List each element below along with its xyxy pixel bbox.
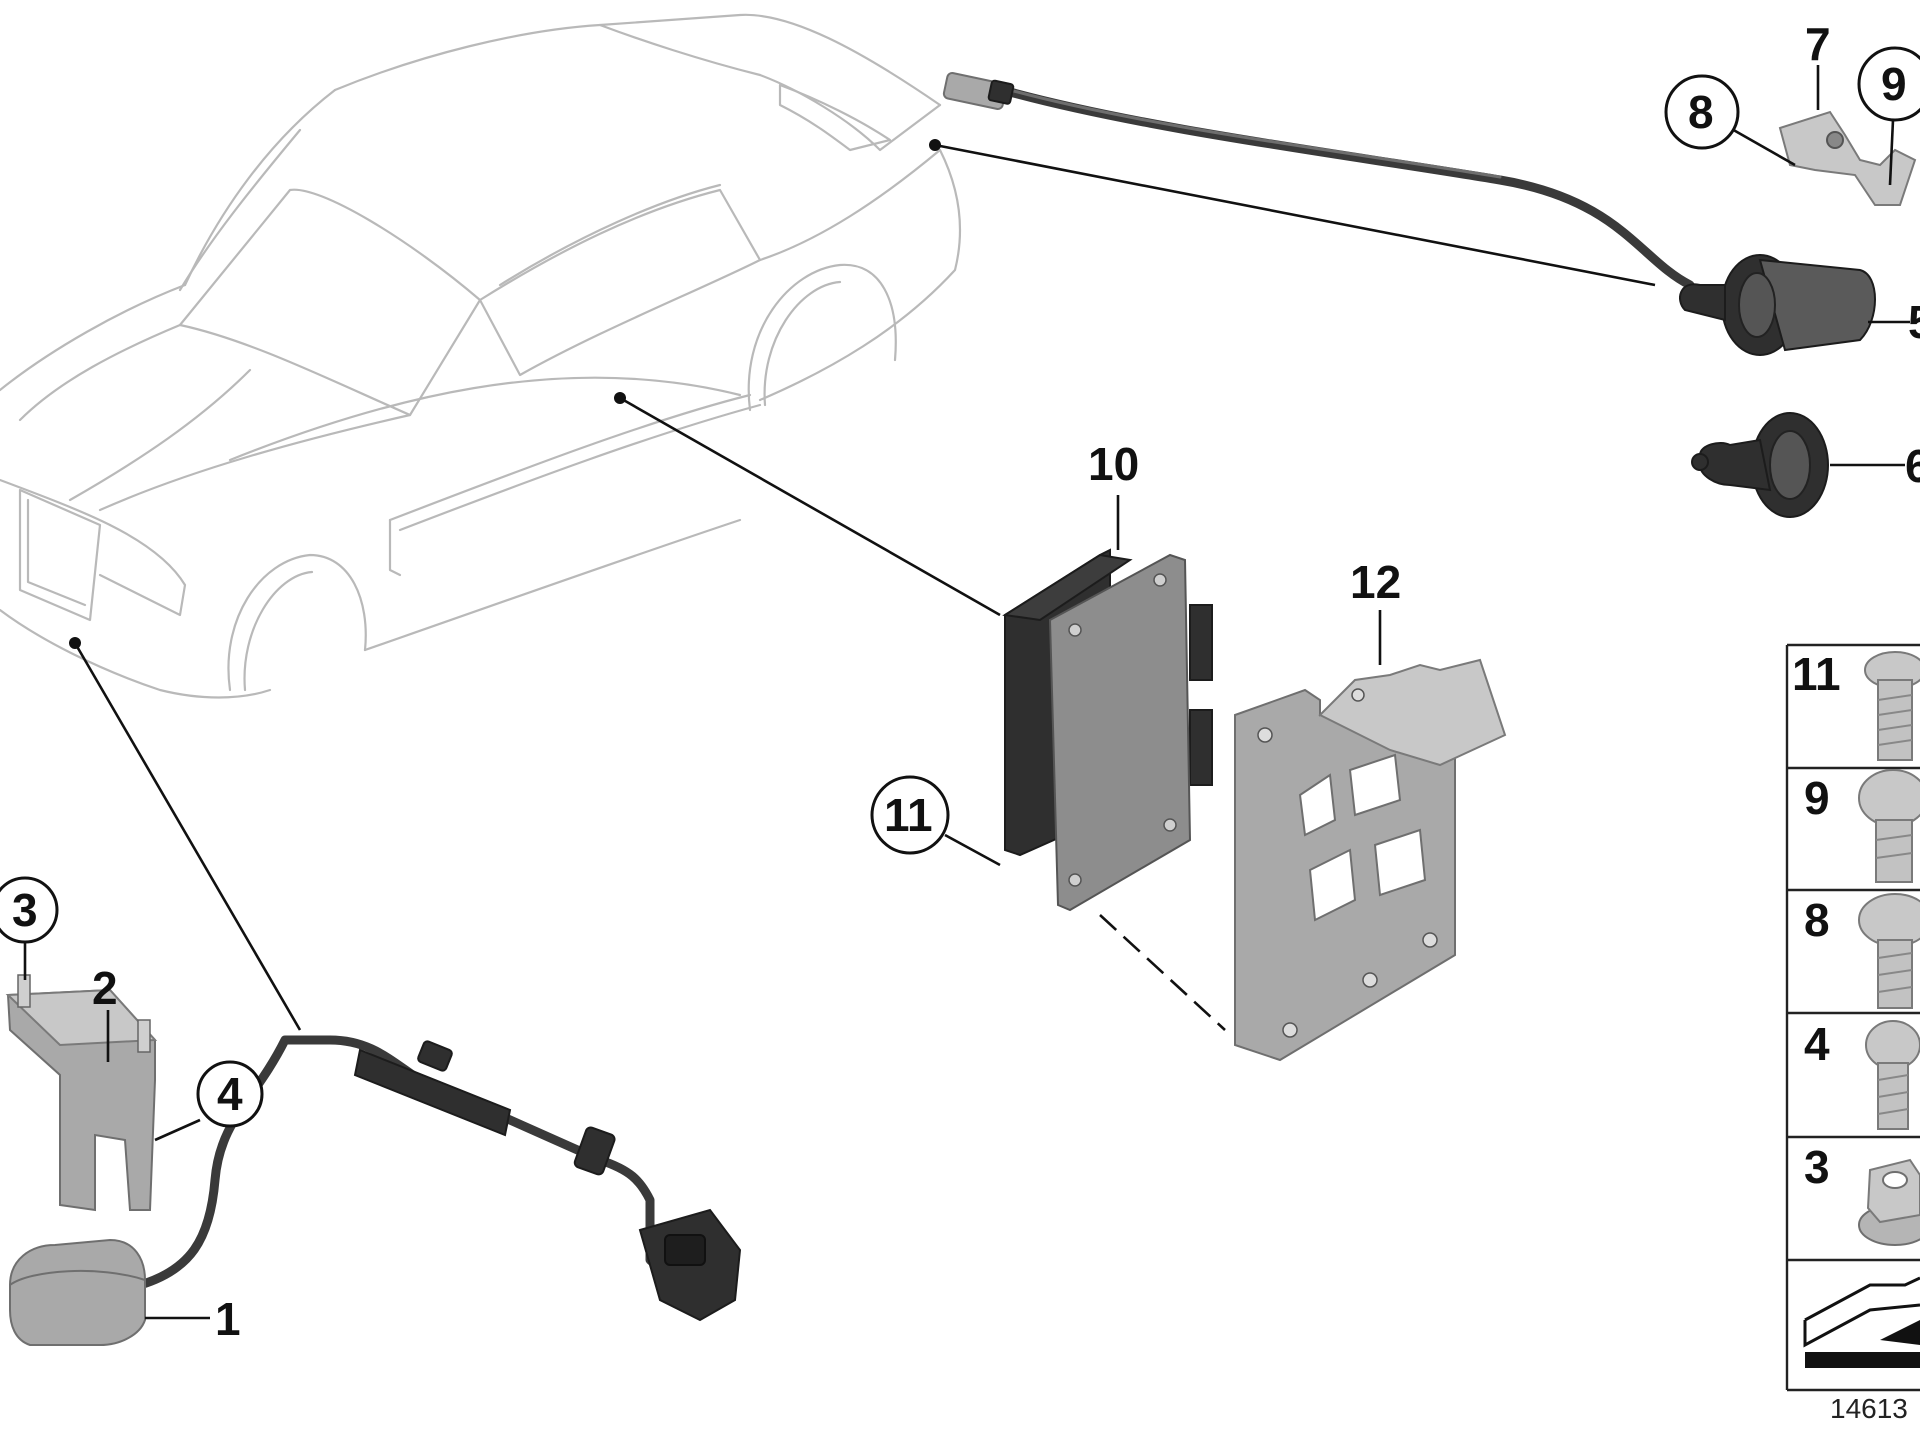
- table-row-3-label: 3: [1804, 1141, 1830, 1193]
- callout-9: 9: [1881, 58, 1907, 110]
- control-module-10: [1002, 548, 1213, 912]
- callout-2: 2: [92, 962, 118, 1014]
- callout-6: 6: [1905, 440, 1920, 492]
- torx-screw-11-icon: [1864, 651, 1920, 761]
- car-outline: [0, 13, 962, 699]
- callout-1: 1: [215, 1293, 241, 1345]
- mounting-bracket-12: [1234, 658, 1507, 1062]
- callout-5: 5: [1908, 296, 1920, 348]
- leader-lines: [69, 139, 1656, 1031]
- cable-assembly-1: [9, 1035, 742, 1346]
- grommet-6: [1691, 412, 1829, 518]
- figure-id: 14613: [1830, 1393, 1908, 1424]
- callout-4: 4: [217, 1068, 243, 1120]
- fastener-table: [1785, 643, 1920, 1392]
- clip-bracket-7: [1778, 110, 1917, 206]
- antenna-cable-assembly: [942, 71, 1695, 290]
- torx-screw-9-icon: [1858, 769, 1920, 883]
- torx-screw-8-icon: [1858, 893, 1920, 1009]
- callout-11: 11: [884, 789, 933, 841]
- antenna-grommet-5: [1679, 254, 1876, 356]
- hex-nut-3-icon: [1858, 1158, 1920, 1246]
- bracket-2: [5, 974, 158, 1212]
- callout-3: 3: [12, 884, 38, 936]
- torx-screw-4-icon: [1865, 1020, 1920, 1130]
- callout-10: 10: [1088, 438, 1139, 490]
- table-row-11-label: 11: [1792, 648, 1841, 700]
- table-row-9-label: 9: [1804, 772, 1830, 824]
- callout-8: 8: [1688, 86, 1714, 138]
- table-row-8-label: 8: [1804, 894, 1830, 946]
- direction-arrow-icon: [1803, 1276, 1920, 1368]
- table-row-4-label: 4: [1804, 1018, 1830, 1070]
- callout-7: 7: [1805, 18, 1831, 70]
- callout-12: 12: [1350, 556, 1401, 608]
